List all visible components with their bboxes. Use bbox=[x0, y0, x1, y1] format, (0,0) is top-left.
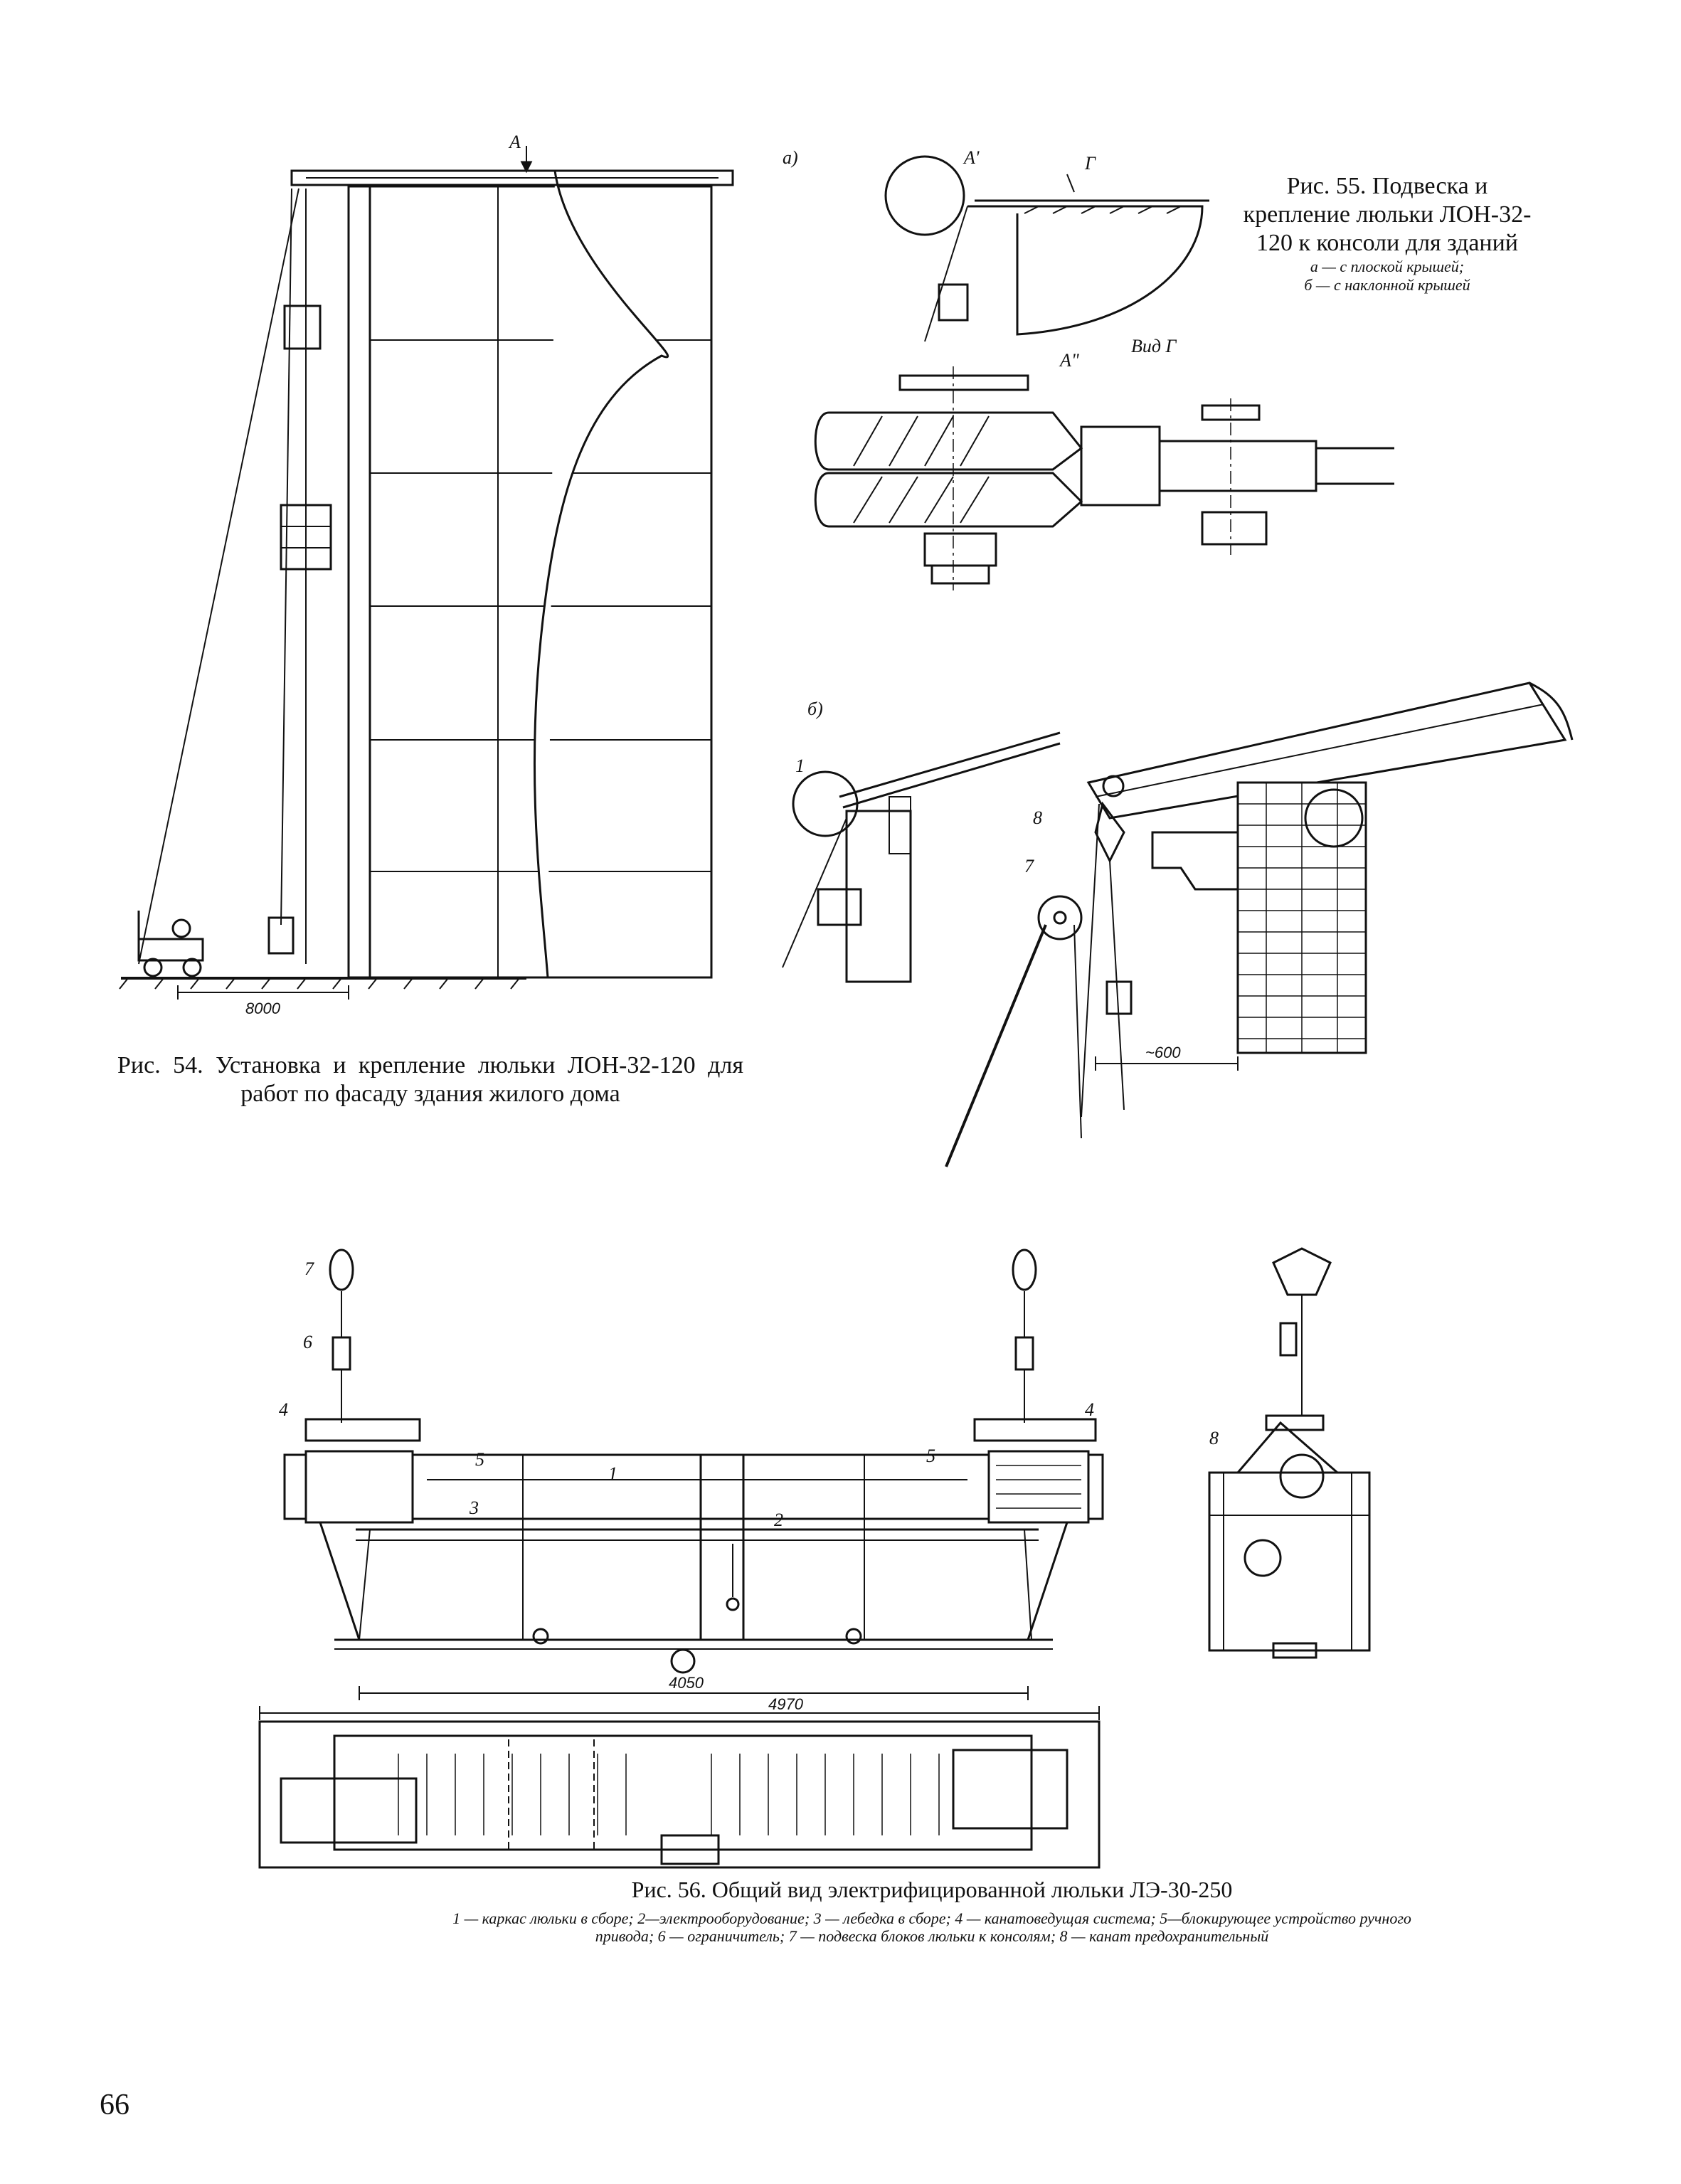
fig55-label-7: 7 bbox=[1024, 856, 1034, 876]
figure-55-caption-b: б — с наклонной крышей bbox=[1304, 276, 1470, 294]
fig55-label-g: Г bbox=[1084, 153, 1096, 174]
fig55-label-a-top: А' bbox=[963, 147, 980, 168]
fig55-dimension: ~600 bbox=[1145, 1044, 1181, 1061]
fig56-label-2: 2 bbox=[774, 1510, 783, 1530]
figure-56-caption-title: Рис. 56. Общий вид электрифицированной л… bbox=[631, 1877, 1233, 1902]
fig56-label-6: 6 bbox=[303, 1332, 312, 1352]
fig56-label-8: 8 bbox=[1209, 1428, 1219, 1448]
fig56-label-4-left: 4 bbox=[279, 1399, 288, 1420]
fig55-panel-b: б) bbox=[807, 699, 823, 719]
fig56-label-5-right: 5 bbox=[926, 1446, 935, 1466]
page-number: 66 bbox=[100, 2089, 129, 2121]
fig56-dimension-outer: 4970 bbox=[768, 1695, 804, 1713]
fig55-label-1: 1 bbox=[795, 756, 805, 776]
figure-56-caption: Рис. 56. Общий вид электрифицированной л… bbox=[441, 1875, 1423, 1945]
figure-55a-drawing bbox=[814, 155, 1394, 590]
fig55-label-a-bottom: А" bbox=[1059, 350, 1079, 371]
fig54-dimension: 8000 bbox=[245, 1000, 281, 1017]
figure-56-plan-view bbox=[258, 1720, 1101, 1869]
fig56-label-4-right: 4 bbox=[1085, 1399, 1094, 1420]
figure-54-caption-text: Рис. 54. Установка и крепление люльки ЛО… bbox=[117, 1052, 743, 1107]
fig56-label-1: 1 bbox=[608, 1463, 617, 1484]
fig56-dimension-inner: 4050 bbox=[669, 1674, 704, 1692]
fig56-label-5-left: 5 bbox=[475, 1449, 484, 1470]
figure-54-drawing bbox=[119, 146, 734, 1000]
figure-55-caption: Рис. 55. Подвеска и крепление люльки ЛОН… bbox=[1234, 172, 1540, 295]
figure-55-caption-a: а — с плоской крышей; bbox=[1310, 258, 1465, 275]
fig55-label-8: 8 bbox=[1033, 807, 1042, 828]
figure-54-caption: Рис. 54. Установка и крепление люльки ЛО… bbox=[117, 1051, 743, 1108]
fig55-panel-a: а) bbox=[783, 147, 798, 168]
figure-55-caption-title: Рис. 55. Подвеска и крепление люльки ЛОН… bbox=[1243, 173, 1532, 256]
figure-56-caption-legend: 1 — каркас люльки в сборе; 2—электрообор… bbox=[452, 1909, 1411, 1945]
figure-56-front-view bbox=[259, 1249, 1104, 1720]
fig56-label-3: 3 bbox=[469, 1497, 479, 1518]
fig56-label-7: 7 bbox=[304, 1258, 314, 1279]
fig55-view-label: Вид Г bbox=[1131, 336, 1177, 356]
figure-55b-drawing bbox=[782, 682, 1574, 1167]
figure-56-side-view bbox=[1208, 1247, 1371, 1659]
fig54-arrow-label: А bbox=[508, 132, 521, 152]
